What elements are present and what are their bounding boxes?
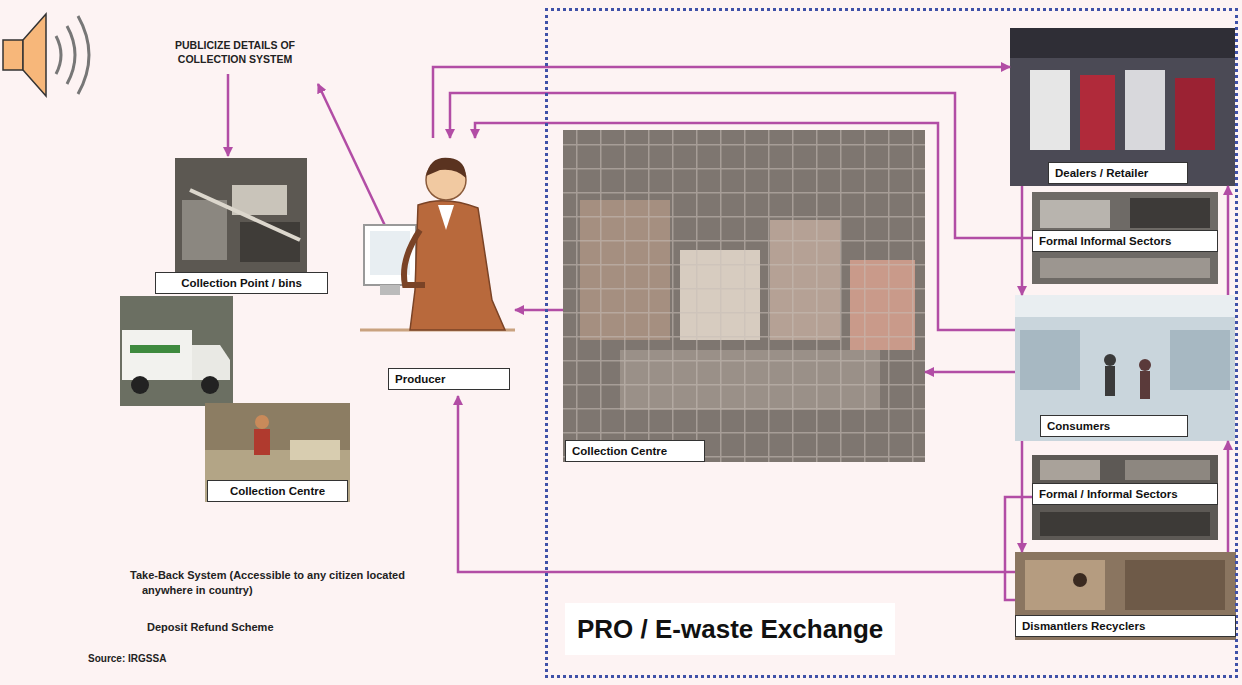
node-label: Producer xyxy=(388,368,510,390)
publicize-arrow xyxy=(227,74,230,156)
note-text: Take-Back System (Accessible to any citi… xyxy=(130,568,430,598)
bins-photo xyxy=(175,158,307,272)
node-label: Formal / Informal Sectors xyxy=(1032,483,1218,505)
flow-arrow xyxy=(1227,186,1230,295)
sector-photo xyxy=(1032,455,1218,540)
node-label: Dismantlers Recyclers xyxy=(1015,615,1236,637)
collection-centre: Collection Centre xyxy=(563,130,925,462)
flow-arrow xyxy=(450,93,1032,238)
node-label: Collection Centre xyxy=(207,480,348,502)
collection-point: Collection Point / bins xyxy=(153,158,330,294)
node-label: Collection Centre xyxy=(565,440,705,462)
node-label: Formal Informal Sectors xyxy=(1032,230,1218,252)
producer-figure xyxy=(360,158,515,330)
truck-photo xyxy=(120,296,233,406)
node-label: Collection Point / bins xyxy=(155,272,328,294)
dealer-box: Dealers / Retailer xyxy=(1010,28,1235,186)
flow-arrow xyxy=(1021,186,1024,295)
recycling-photo xyxy=(1015,552,1236,640)
exchange-region: PRO / E-waste ExchangeCollection CentreD… xyxy=(545,8,1238,678)
producer: Producer xyxy=(360,138,515,396)
collection-centre: Collection Centre xyxy=(205,403,352,502)
flow-arrow xyxy=(433,67,1010,138)
node-label: PRO / E-waste Exchange xyxy=(565,603,895,655)
node-label: Dealers / Retailer xyxy=(1048,162,1188,184)
source-note: Source: IRGSSA xyxy=(88,652,288,666)
recycler-box: Dismantlers Recyclers xyxy=(1015,552,1236,640)
sector-box: Formal / Informal Sectors xyxy=(1032,455,1218,540)
consumer-box: Consumers xyxy=(1015,295,1235,441)
note-text: Deposit Refund Scheme xyxy=(147,620,347,635)
store-photo xyxy=(1010,28,1235,186)
bracket-line xyxy=(1005,497,1032,600)
collection-centre-photo xyxy=(205,403,350,502)
flow-arrow xyxy=(458,396,1015,572)
flow-arrow xyxy=(515,309,563,312)
sector-photo xyxy=(1032,192,1218,284)
node-label: Consumers xyxy=(1040,415,1188,437)
speaker-icon xyxy=(3,14,89,96)
flow-arrow xyxy=(475,123,1015,330)
flow-arrow xyxy=(1227,441,1230,552)
note-text: PUBLICIZE DETAILS OF COLLECTION SYSTEM xyxy=(150,38,320,66)
flow-arrow xyxy=(925,371,1015,374)
shop-floor-photo xyxy=(1015,295,1235,441)
sector-box: Formal Informal Sectors xyxy=(1032,192,1218,284)
warehouse-photo xyxy=(563,130,925,462)
